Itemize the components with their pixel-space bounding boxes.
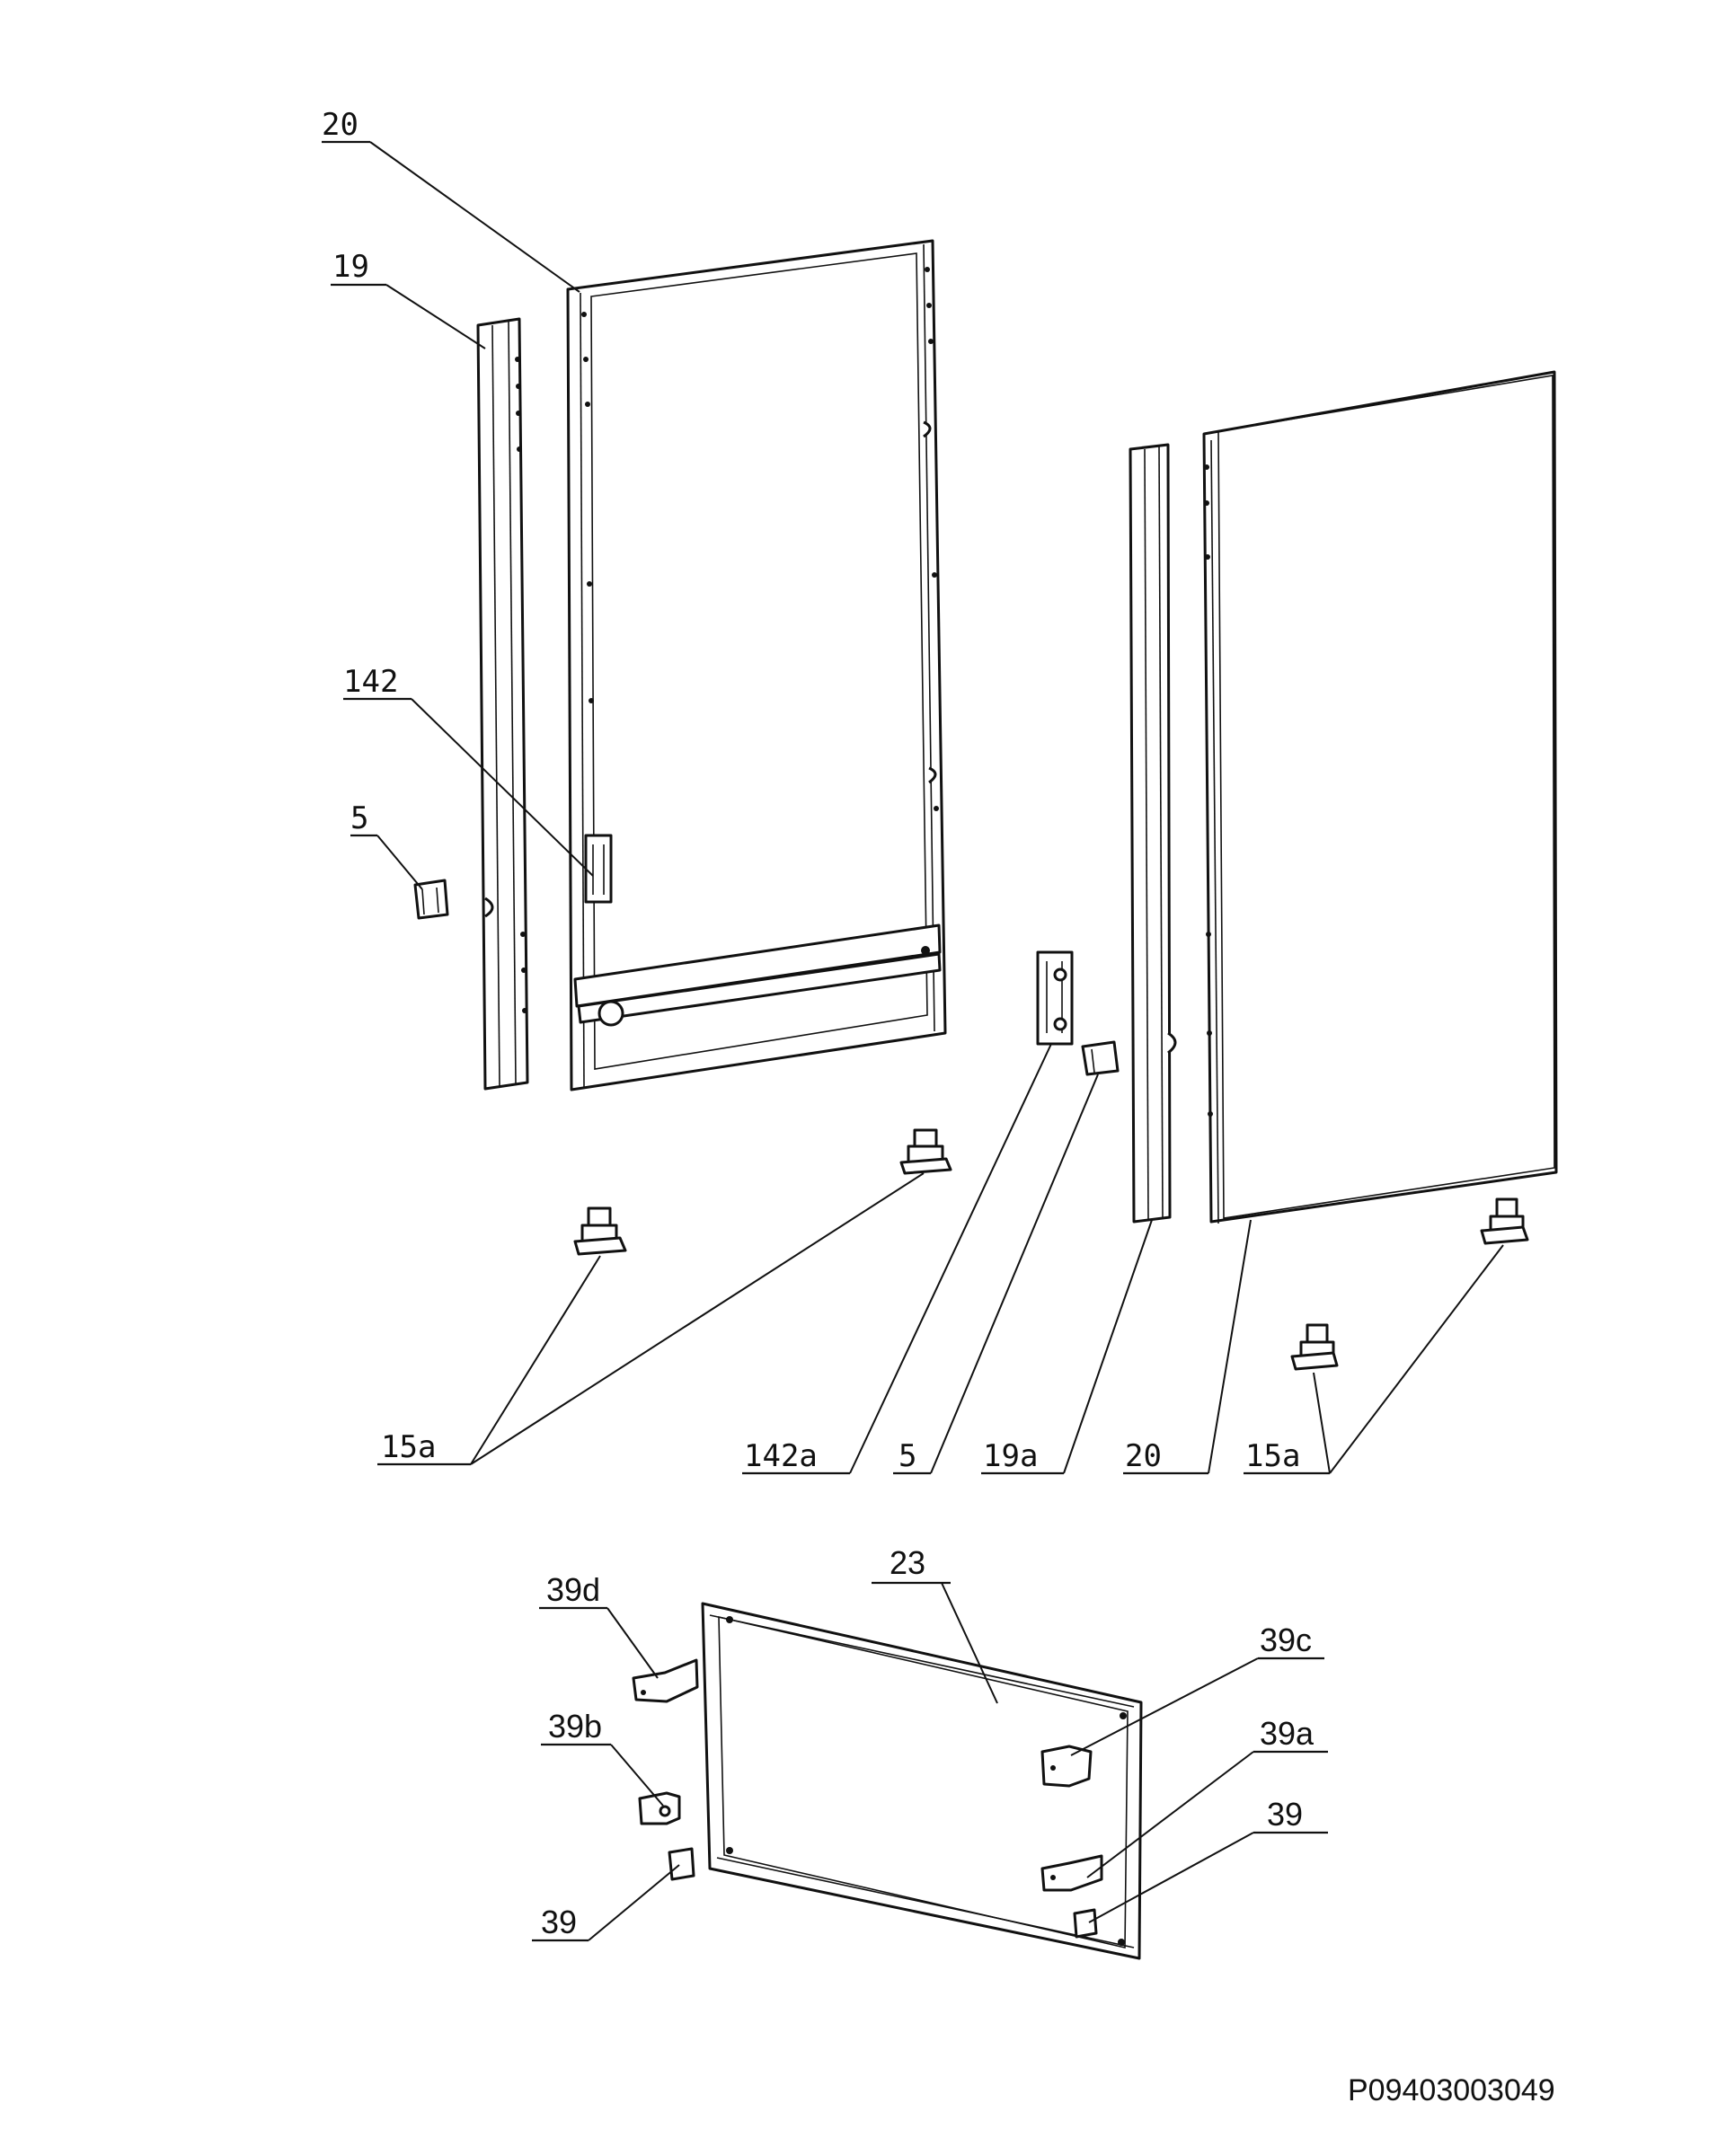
label-19a: 19a <box>983 1438 1038 1474</box>
callout-labels: 20 19 142 5 15a 142a 5 19a 20 15a 23 39d… <box>322 107 1315 1940</box>
bracket-39-left <box>668 1847 695 1881</box>
bracket-39a <box>1040 1854 1103 1892</box>
reference-code: P09403003049 <box>1348 2073 1555 2107</box>
label-142a: 142a <box>744 1438 818 1474</box>
label-39d: 39d <box>546 1571 600 1608</box>
label-20-mid: 20 <box>1125 1438 1162 1474</box>
label-142: 142 <box>343 664 398 700</box>
label-39b: 39b <box>548 1708 602 1745</box>
label-5-left: 5 <box>350 800 368 836</box>
hinge-5-mid <box>1081 1040 1120 1076</box>
bracket-39b <box>638 1791 681 1825</box>
label-39c: 39c <box>1260 1621 1312 1658</box>
adjustable-foot-right-2 <box>1480 1197 1529 1245</box>
bracket-39d <box>632 1658 699 1703</box>
label-5-mid: 5 <box>898 1438 916 1474</box>
door-frame-panel-20 <box>566 239 947 1091</box>
hinge-142a <box>1036 950 1074 1046</box>
bracket-39c <box>1040 1745 1093 1788</box>
label-39a: 39a <box>1260 1715 1315 1752</box>
label-20-top: 20 <box>322 107 359 143</box>
side-strip-19a <box>1129 443 1177 1224</box>
adjustable-foot-right-1 <box>1290 1323 1339 1371</box>
bracket-39-right <box>1073 1908 1098 1939</box>
adjustable-foot-left-2 <box>899 1128 952 1175</box>
leader-lines <box>322 140 1504 1942</box>
adjustable-foot-left-1 <box>573 1206 627 1256</box>
hinge-5-left <box>413 879 449 920</box>
label-19: 19 <box>332 249 369 285</box>
label-23: 23 <box>890 1544 925 1581</box>
label-39-left: 39 <box>541 1904 577 1940</box>
label-15a-left: 15a <box>381 1429 436 1465</box>
side-strip-19 <box>476 317 529 1091</box>
label-15a-right: 15a <box>1245 1438 1300 1474</box>
door-panel-20 <box>1202 370 1558 1224</box>
bottom-panel-23 <box>701 1602 1143 1960</box>
label-39-right: 39 <box>1267 1796 1303 1833</box>
